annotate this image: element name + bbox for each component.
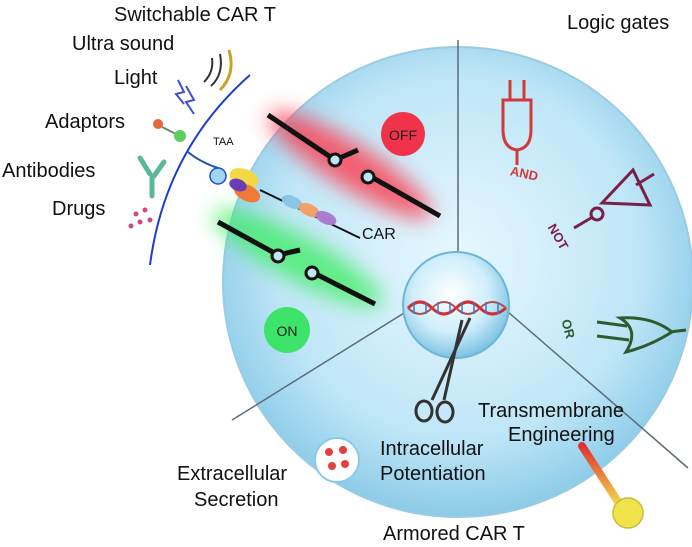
on-label: ON [276, 323, 298, 339]
label-secretion: Secretion [194, 489, 279, 511]
cell-membrane-arc [149, 74, 251, 266]
drugs-icon [128, 207, 153, 229]
label-car: CAR [362, 226, 396, 243]
label-antibodies: Antibodies [2, 160, 96, 182]
dna-helix-icon [406, 300, 507, 316]
label-adaptors: Adaptors [45, 111, 126, 133]
or-gate-icon [596, 316, 687, 355]
on-badge [264, 307, 310, 353]
off-label: OFF [389, 127, 417, 143]
on-glow [213, 209, 383, 307]
label-armored-car-t: Armored CAR T [383, 523, 525, 545]
label-logic-gates: Logic gates [567, 12, 670, 34]
label-extracellular: Extracellular [177, 463, 288, 485]
divider-right [499, 304, 689, 469]
off-badge [381, 112, 425, 156]
label-switchable-car-t: Switchable CAR T [114, 4, 276, 26]
divider-left [231, 299, 426, 421]
car-receptor [187, 151, 361, 239]
label-transmembrane: Transmembrane [478, 400, 624, 422]
not-gate-icon [573, 167, 655, 230]
secretion-vesicle-icon [314, 437, 360, 483]
ultrasound-icon [203, 49, 233, 92]
off-glow [268, 111, 432, 219]
adaptor-icon [153, 119, 186, 142]
label-engineering: Engineering [508, 424, 615, 446]
on-switch [216, 219, 377, 307]
label-potentiation: Potentiation [380, 463, 486, 485]
label-drugs: Drugs [52, 198, 106, 220]
light-icon [174, 79, 196, 115]
scissors-icon [414, 317, 472, 424]
and-gate-icon [501, 80, 533, 165]
off-switch [266, 112, 442, 219]
nucleus [402, 251, 510, 359]
transmembrane-probe-icon [578, 442, 644, 529]
antibody-icon [137, 155, 167, 199]
label-light: Light [114, 67, 158, 89]
label-intracellular: Intracellular [380, 438, 484, 460]
label-ultra-sound: Ultra sound [72, 33, 175, 55]
label-taa: TAA [213, 136, 234, 148]
